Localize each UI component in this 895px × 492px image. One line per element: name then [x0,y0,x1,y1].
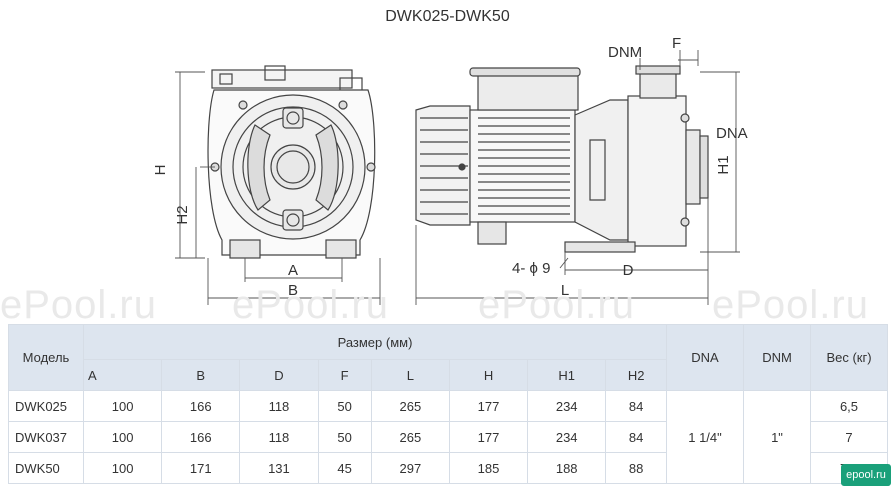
weight-cell: 7 [810,421,888,453]
weight-cell: 6,5 [810,390,888,422]
dim-label-H1: H1 [715,155,732,174]
value-cell: 50 [317,421,372,453]
col-header: D [239,359,319,391]
value-cell: 50 [317,390,372,422]
value-cell: 171 [161,452,241,484]
dim-label-F: F [672,35,681,52]
col-header: L [370,359,450,391]
header-model: Модель [8,324,84,391]
value-cell: 234 [527,421,607,453]
dna-value: 1 1/4" [666,390,744,484]
table-row: DWK025 100 166 118 50 265 177 234 84 1 1… [8,390,888,484]
header-dna: DNA [666,324,744,391]
page-title: DWK025-DWK50 [385,8,510,25]
dim-label-A: A [288,262,298,279]
dim-label-H: H [152,165,169,176]
header-size: Размер (мм) [83,324,667,360]
col-header: H [448,359,529,391]
watermark: ePool.ru [232,283,389,327]
watermark: ePool.ru [0,283,157,327]
value-cell: 100 [82,421,163,453]
front-view [207,65,376,259]
value-cell: 118 [239,390,319,422]
value-cell: 265 [370,390,450,422]
dimensions-table: Модель Размер (мм) DNA DNM Вес (кг) A B … [8,324,888,484]
value-cell: 100 [82,390,163,422]
value-cell: 84 [605,421,667,453]
model-cell: DWK50 [8,452,84,484]
dnm-value: 1" [743,390,811,484]
dim-label-H2: H2 [174,205,191,224]
dim-label-B: B [288,282,298,299]
col-header: B [161,359,241,391]
value-cell: 234 [527,390,607,422]
side-view [415,65,709,253]
value-cell: 166 [161,421,241,453]
dim-label-DNA: DNA [716,125,748,142]
value-cell: 166 [161,390,241,422]
col-header: H2 [605,359,667,391]
value-cell: 265 [370,421,450,453]
value-cell: 100 [82,452,163,484]
dim-label-D: D [623,262,634,279]
watermark: ePool.ru [478,283,635,327]
pump-technical-drawing: H H2 A B DNM F DNA H1 4- ϕ 9 D L [152,35,748,305]
value-cell: 118 [239,421,319,453]
value-cell: 45 [317,452,372,484]
model-cell: DWK037 [8,421,84,453]
header-weight: Вес (кг) [810,324,888,391]
header-dnm: DNM [743,324,811,391]
value-cell: 84 [605,390,667,422]
table-row: DWK50 100 171 131 45 297 185 188 88 7,5 [8,452,888,484]
value-cell: 177 [448,421,529,453]
table-row: DWK037 100 166 118 50 265 177 234 84 7 [8,421,888,453]
col-header: H1 [527,359,607,391]
dim-label-holes: 4- ϕ 9 [512,260,550,277]
value-cell: 185 [448,452,529,484]
model-cell: DWK025 [8,390,84,422]
value-cell: 131 [239,452,319,484]
dim-label-L: L [561,282,569,299]
value-cell: 297 [370,452,450,484]
col-header: F [317,359,372,391]
watermark: ePool.ru [712,283,869,327]
value-cell: 88 [605,452,667,484]
col-header: A [82,359,163,391]
value-cell: 188 [527,452,607,484]
epool-logo: epool.ru [841,464,891,486]
dim-label-DNM: DNM [608,44,642,61]
value-cell: 177 [448,390,529,422]
